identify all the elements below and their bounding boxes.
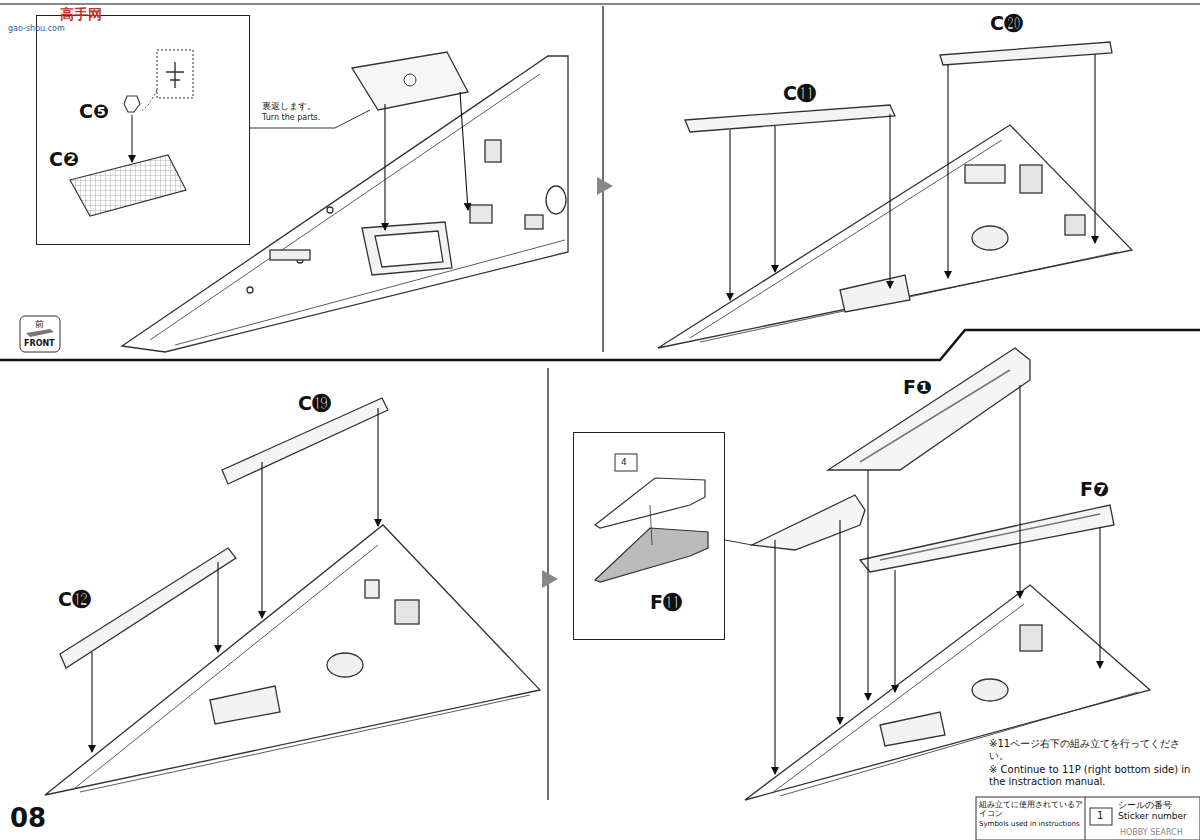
callout-number: F❶ bbox=[903, 376, 932, 398]
watermark: gao-shou.com bbox=[8, 24, 65, 33]
part-c2 bbox=[70, 155, 186, 216]
watermark: HOBBY SEARCH bbox=[1120, 828, 1183, 837]
sticker-icon bbox=[615, 454, 637, 471]
note-label: 裏返します。 bbox=[262, 100, 316, 113]
legend-sample-number: 1 bbox=[1097, 810, 1103, 821]
part-label: C❷ bbox=[49, 148, 79, 170]
watermark: 高手网 bbox=[60, 6, 102, 24]
legend-text: シールの番号 Sticker number bbox=[1118, 800, 1198, 822]
callout-number: C⓳ bbox=[298, 392, 331, 414]
legend-entry: シールの番号 Sticker number bbox=[1118, 800, 1198, 822]
inset-frame: 4F⓫ bbox=[573, 432, 725, 640]
legend-sample bbox=[1090, 808, 1112, 825]
icon-label: 前 bbox=[35, 318, 44, 331]
part-label: 4 bbox=[621, 457, 627, 467]
front-icon bbox=[20, 316, 60, 352]
callout-number: C⓬ bbox=[58, 588, 91, 610]
legend-frame bbox=[976, 797, 1200, 840]
part-c5 bbox=[124, 96, 140, 112]
part-label: F⓫ bbox=[650, 591, 682, 613]
part-label: C❺ bbox=[79, 100, 109, 122]
note-text: ※11ページ右下の組み立てを行ってください。 bbox=[989, 738, 1193, 762]
note-box: ※11ページ右下の組み立てを行ってください。※ Continue to 11P … bbox=[985, 735, 1197, 795]
icon-label: FRONT bbox=[24, 339, 55, 348]
panel-dividers bbox=[0, 4, 1200, 800]
step-arrow bbox=[597, 177, 613, 195]
part-plate bbox=[352, 52, 468, 110]
sticker-shape bbox=[595, 478, 705, 528]
inset-frame: C❺ C❷ bbox=[36, 15, 250, 245]
callout-number: C⓫ bbox=[783, 82, 816, 104]
legend-heading: 組み立てに使用されているアイコン bbox=[979, 800, 1083, 818]
step-arrow bbox=[542, 570, 558, 588]
note-label: Turn the parts. bbox=[262, 113, 320, 122]
note-text: ※ Continue to 11P (right bottom side) in… bbox=[989, 764, 1193, 788]
legend-heading: Symbols used in instructions bbox=[979, 820, 1083, 828]
callout-number: F❼ bbox=[1080, 478, 1109, 500]
callout-number: C⓴ bbox=[990, 12, 1023, 34]
page-number: 08 bbox=[10, 803, 46, 833]
